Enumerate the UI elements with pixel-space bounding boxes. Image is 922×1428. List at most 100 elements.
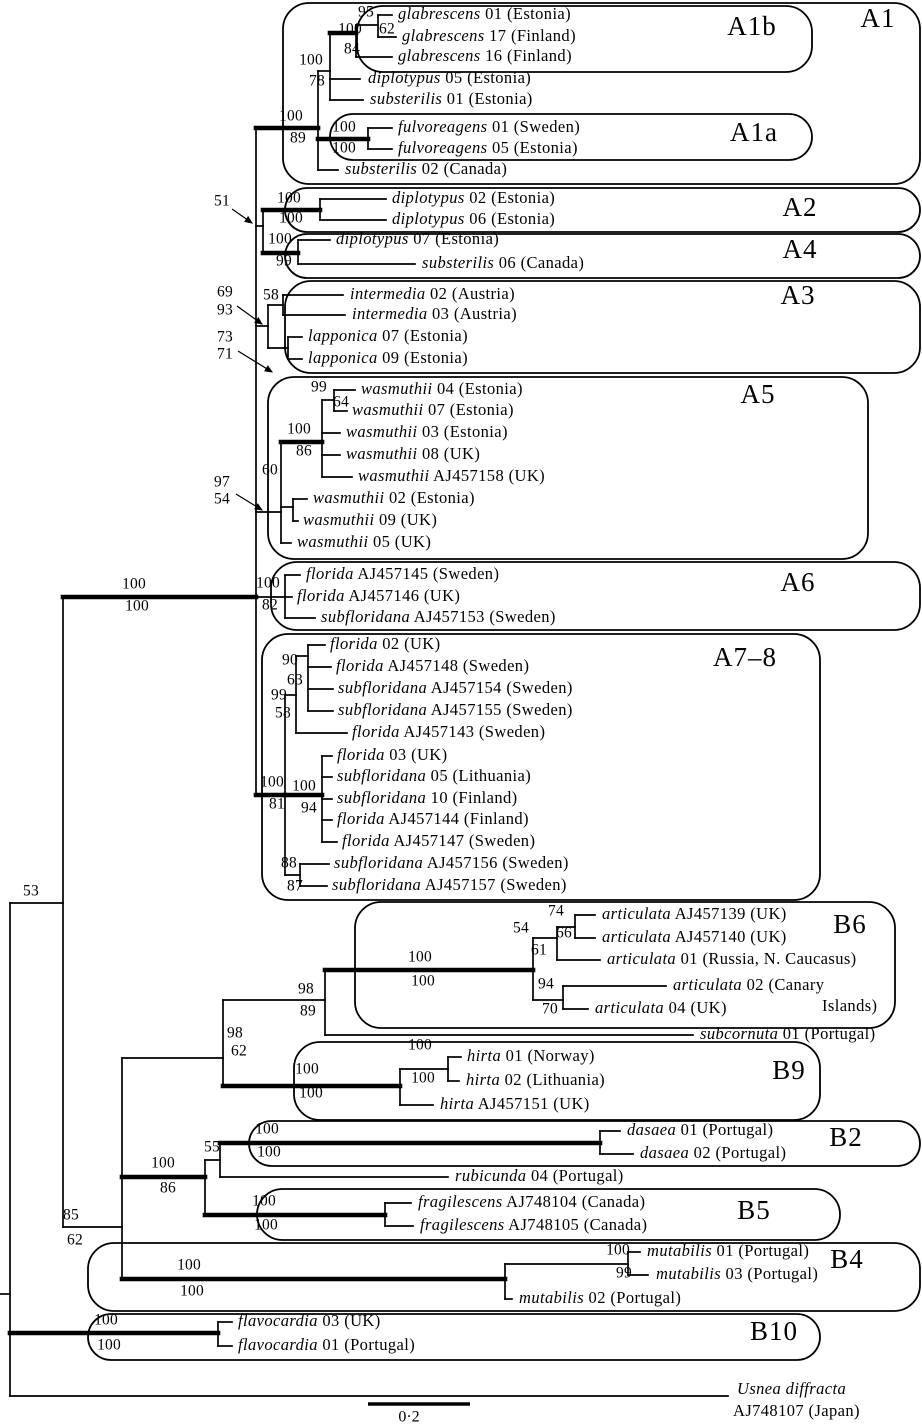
leaf-label: wasmuthii 02 (Estonia): [313, 488, 475, 507]
support-value: 100: [292, 778, 316, 795]
leaf-label: florida AJ457148 (Sweden): [336, 656, 529, 675]
support-value: 100: [180, 1283, 204, 1300]
support-value: 82: [262, 597, 278, 614]
clade-box-B9: [293, 1041, 821, 1121]
clade-box-A2: [284, 187, 921, 233]
support-value: 89: [300, 1003, 316, 1020]
support-value: 100: [255, 1121, 279, 1138]
support-value: 54: [513, 920, 529, 937]
support-value: 100: [299, 52, 323, 69]
leaf-label: florida AJ457144 (Finland): [337, 809, 529, 828]
support-value: 60: [262, 462, 278, 479]
support-value: 86: [160, 1180, 176, 1197]
support-value: 98: [298, 981, 314, 998]
support-pointer-arrow: [231, 208, 253, 224]
support-value: 84: [344, 41, 360, 58]
clade-label-B2: B2: [829, 1122, 863, 1152]
leaf-label: glabrescens 16 (Finland): [398, 46, 572, 65]
support-value: 97: [214, 474, 230, 491]
leaf-label: subfloridana AJ457155 (Sweden): [338, 700, 573, 719]
leaf-label: diplotypus 05 (Estonia): [368, 68, 531, 87]
support-value: 90: [282, 652, 298, 669]
leaf-label: subfloridana 05 (Lithuania): [337, 766, 531, 785]
support-value: 100: [151, 1155, 175, 1172]
leaf-label: wasmuthii 05 (UK): [297, 532, 431, 551]
support-value: 95: [358, 4, 374, 21]
support-value: 100: [252, 1193, 276, 1210]
tree-labels-layer: A1A1bA1aA2A4A3A5A6A7–8B6B9B2B5B4B10glabr…: [23, 3, 896, 1425]
support-value: 99: [271, 687, 287, 704]
support-value: 100: [338, 21, 362, 38]
leaf-label: wasmuthii AJ457158 (UK): [358, 466, 545, 485]
clade-label-A2: A2: [783, 192, 818, 222]
leaf-label: fulvoreagens 05 (Estonia): [398, 138, 578, 157]
support-value: 100: [122, 576, 146, 593]
support-value: 100: [254, 1217, 278, 1234]
leaf-label: flavocardia 03 (UK): [238, 1311, 381, 1330]
leaf-label: flavocardia 01 (Portugal): [238, 1335, 415, 1354]
clade-box-A1: [282, 2, 921, 185]
support-value: 87: [287, 878, 303, 895]
clade-box-A1b: [356, 5, 813, 73]
support-value: 89: [290, 130, 306, 147]
clade-box-A3: [284, 280, 921, 374]
clade-label-B4: B4: [830, 1244, 864, 1274]
leaf-label: dasaea 01 (Portugal): [627, 1120, 773, 1139]
leaf-label: mutabilis 02 (Portugal): [519, 1288, 681, 1307]
support-value: 100: [177, 1257, 201, 1274]
support-value: 69: [217, 284, 233, 301]
support-value: 100: [295, 1061, 319, 1078]
leaf-label: rubicunda 04 (Portugal): [455, 1166, 624, 1185]
leaf-label: substerilis 02 (Canada): [345, 159, 507, 178]
leaf-label: articulata AJ457140 (UK): [602, 927, 787, 946]
support-value: 62: [231, 1043, 247, 1060]
leaf-label: mutabilis 01 (Portugal): [647, 1241, 809, 1260]
clade-label-B9: B9: [772, 1055, 806, 1085]
leaf-label: wasmuthii 03 (Estonia): [346, 422, 508, 441]
leaf-label: diplotypus 02 (Estonia): [392, 188, 555, 207]
clade-label-A1a: A1a: [730, 117, 778, 147]
clade-box-B6: [354, 901, 896, 1029]
leaf-label: dasaea 02 (Portugal): [640, 1143, 786, 1162]
leaf-label: florida 03 (UK): [337, 745, 448, 764]
support-value: 73: [217, 329, 233, 346]
support-value: 100: [332, 119, 356, 136]
leaf-label-wrap: Islands): [822, 996, 877, 1015]
support-value: 99: [311, 379, 327, 396]
clade-label-A1b: A1b: [727, 11, 777, 41]
clade-label-A6: A6: [781, 567, 816, 597]
clade-box-B4: [87, 1242, 921, 1312]
leaf-label: subfloridana AJ457153 (Sweden): [321, 607, 556, 626]
leaf-label: intermedia 02 (Austria): [350, 284, 515, 303]
support-pointer-arrow: [236, 305, 263, 325]
leaf-label: substerilis 06 (Canada): [422, 253, 584, 272]
leaf-label: glabrescens 17 (Finland): [402, 26, 576, 45]
support-value: 99: [616, 1265, 632, 1282]
leaf-label: wasmuthii 04 (Estonia): [361, 379, 523, 398]
clade-box-A7–8: [261, 633, 821, 901]
leaf-label: articulata 04 (UK): [595, 998, 727, 1017]
support-value: 63: [287, 672, 303, 689]
leaf-label: wasmuthii 09 (UK): [303, 510, 437, 529]
support-value: 100: [125, 598, 149, 615]
support-value: 64: [333, 394, 349, 411]
clade-label-A1: A1: [861, 3, 896, 33]
support-pointer-arrow: [237, 350, 274, 373]
leaf-label: lapponica 07 (Estonia): [308, 326, 468, 345]
support-value: 100: [277, 190, 301, 207]
clade-label-B5: B5: [737, 1195, 771, 1225]
support-value: 88: [281, 855, 297, 872]
clade-box-A4: [284, 233, 921, 279]
leaf-label: florida AJ457146 (UK): [297, 586, 460, 605]
support-value: 66: [556, 925, 572, 942]
support-value: 53: [23, 883, 39, 900]
support-value: 61: [531, 942, 547, 959]
clade-label-B6: B6: [833, 909, 867, 939]
leaf-label: subcornuta 01 (Portugal): [700, 1024, 876, 1043]
support-value: 100: [408, 1037, 432, 1054]
leaf-label: diplotypus 06 (Estonia): [392, 209, 555, 228]
clade-boxes-layer: [87, 2, 921, 1361]
support-value: 94: [538, 976, 554, 993]
